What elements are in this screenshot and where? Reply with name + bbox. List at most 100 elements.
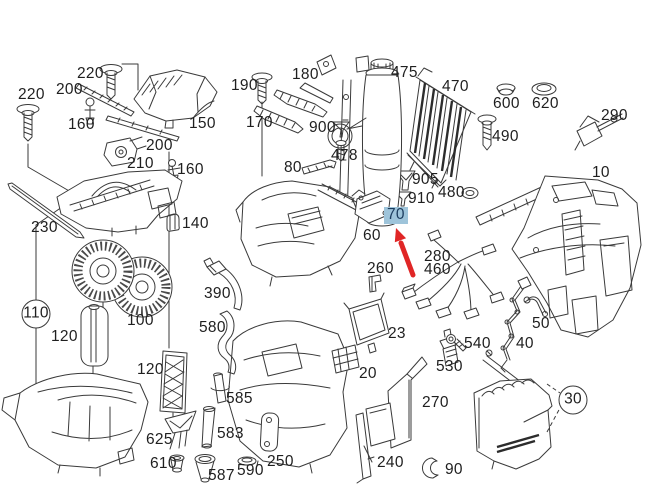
part-label-900: 900 bbox=[309, 119, 336, 136]
part-label-490: 490 bbox=[492, 128, 519, 145]
bracket-80 bbox=[301, 159, 337, 175]
part-label-10: 10 bbox=[592, 164, 610, 181]
hose-580 bbox=[217, 310, 237, 375]
part-label-40: 40 bbox=[516, 335, 534, 352]
heater-unit-60 bbox=[235, 180, 363, 287]
bracket-290 bbox=[574, 113, 624, 151]
part-label-478: 478 bbox=[331, 147, 358, 164]
housing-lower-left bbox=[1, 372, 149, 477]
plate-250 bbox=[259, 412, 280, 452]
clip-140 bbox=[166, 213, 180, 232]
flap-23 bbox=[343, 292, 390, 354]
seal-ring-620 bbox=[531, 82, 557, 96]
part-label-583: 583 bbox=[217, 425, 244, 442]
part-label-220: 220 bbox=[77, 65, 104, 82]
part-label-210: 210 bbox=[127, 155, 154, 172]
part-label-587: 587 bbox=[208, 467, 235, 484]
part-label-190: 190 bbox=[231, 77, 258, 94]
cover-150 bbox=[133, 69, 218, 129]
expansion-tank-475 bbox=[316, 54, 403, 227]
part-label-120: 120 bbox=[137, 361, 164, 378]
blower-housing-upper bbox=[56, 169, 183, 237]
part-label-150: 150 bbox=[189, 115, 216, 132]
part-label-220: 220 bbox=[18, 86, 45, 103]
radiator-470 bbox=[406, 67, 476, 189]
valve-585 bbox=[210, 372, 230, 404]
part-label-120: 120 bbox=[51, 328, 78, 345]
ring-480 bbox=[461, 187, 479, 199]
evaporator-housing-30 bbox=[473, 349, 561, 470]
panel-270 bbox=[387, 356, 428, 449]
screw-220-top bbox=[99, 64, 123, 100]
screw-190 bbox=[251, 72, 273, 105]
part-label-585: 585 bbox=[226, 390, 253, 407]
part-label-50: 50 bbox=[532, 315, 550, 332]
hose-390 bbox=[203, 257, 243, 311]
part-label-70: 70 bbox=[384, 206, 408, 225]
part-label-240: 240 bbox=[377, 454, 404, 471]
cap-590 bbox=[237, 456, 257, 466]
part-label-530: 530 bbox=[436, 358, 463, 375]
part-label-80: 80 bbox=[284, 159, 302, 176]
part-label-460: 460 bbox=[424, 261, 451, 278]
part-label-100: 100 bbox=[127, 312, 154, 329]
part-label-60: 60 bbox=[363, 227, 381, 244]
hvac-assembly-10 bbox=[475, 175, 642, 338]
sensor-160a bbox=[84, 97, 96, 125]
pointer-arrow bbox=[394, 228, 416, 278]
housing-lower-mid bbox=[227, 320, 360, 474]
part-label-180: 180 bbox=[292, 66, 319, 83]
part-label-290: 290 bbox=[601, 107, 628, 124]
part-label-390: 390 bbox=[204, 285, 231, 302]
grille-20 bbox=[331, 344, 360, 374]
valve-unit-70 bbox=[351, 189, 391, 224]
screw-540 bbox=[446, 334, 467, 352]
grommet-strip-170 bbox=[253, 105, 304, 134]
part-label-90: 90 bbox=[445, 461, 463, 478]
grommet-strip-180 bbox=[273, 82, 334, 118]
screw-490 bbox=[477, 114, 497, 151]
part-label-480: 480 bbox=[438, 184, 465, 201]
part-label-590: 590 bbox=[237, 462, 264, 479]
grommet-610 bbox=[169, 454, 185, 473]
sensor-160b bbox=[167, 159, 181, 182]
part-label-540: 540 bbox=[464, 335, 491, 352]
tube-583 bbox=[201, 406, 216, 449]
part-label-230: 230 bbox=[31, 219, 58, 236]
screw-220-left bbox=[16, 104, 40, 142]
drain-valve-587 bbox=[194, 454, 216, 483]
part-label-580: 580 bbox=[199, 319, 226, 336]
part-label-160: 160 bbox=[177, 161, 204, 178]
part-label-910: 910 bbox=[408, 190, 435, 207]
part-label-250: 250 bbox=[267, 453, 294, 470]
part-label-610: 610 bbox=[150, 455, 177, 472]
bracket-240 bbox=[355, 402, 396, 484]
bolt-478 bbox=[335, 140, 347, 162]
part-label-20: 20 bbox=[359, 365, 377, 382]
part-label-280: 280 bbox=[424, 248, 451, 265]
funnel-625 bbox=[164, 410, 197, 450]
seal-strip-230 bbox=[7, 182, 85, 239]
part-label-470: 470 bbox=[442, 78, 469, 95]
clip-90 bbox=[422, 457, 439, 479]
blower-wheels-100 bbox=[71, 239, 173, 318]
part-label-600: 600 bbox=[493, 95, 520, 112]
mounting-rail-200a bbox=[75, 83, 135, 117]
wiring-harness-280-460 bbox=[401, 229, 505, 320]
linkage-rod-40 bbox=[500, 276, 532, 373]
part-label-23: 23 bbox=[388, 325, 406, 342]
clip-260 bbox=[368, 274, 382, 293]
actuator-210 bbox=[103, 136, 147, 167]
part-label-270: 270 bbox=[422, 394, 449, 411]
part-label-30: 30 bbox=[558, 385, 588, 415]
part-label-905: 905 bbox=[412, 171, 439, 188]
part-label-170: 170 bbox=[246, 114, 273, 131]
part-label-625: 625 bbox=[146, 431, 173, 448]
part-label-200: 200 bbox=[56, 81, 83, 98]
part-label-260: 260 bbox=[367, 260, 394, 277]
part-label-200: 200 bbox=[146, 137, 173, 154]
mounting-rail-200b bbox=[105, 115, 180, 142]
